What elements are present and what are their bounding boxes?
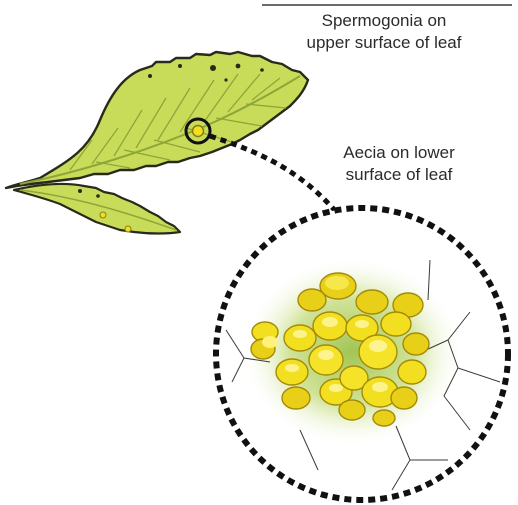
spermogonia-label-line2: upper surface of leaf xyxy=(276,32,492,54)
spermogonia-label: Spermogonia on upper surface of leaf xyxy=(276,10,492,54)
aecia-label-line1: Aecia on lower xyxy=(304,142,494,164)
aecia-label: Aecia on lower surface of leaf xyxy=(304,142,494,186)
aecia-marker-inner xyxy=(193,126,204,137)
upper-leaf xyxy=(6,52,308,188)
lower-leaf xyxy=(14,184,180,234)
magnified-aecia-view xyxy=(216,208,508,500)
lower-leaf-blade xyxy=(14,184,180,234)
aecia-label-line2: surface of leaf xyxy=(304,164,494,186)
upper-leaf-blade xyxy=(6,52,308,188)
spermogonia-label-line1: Spermogonia on xyxy=(276,10,492,32)
